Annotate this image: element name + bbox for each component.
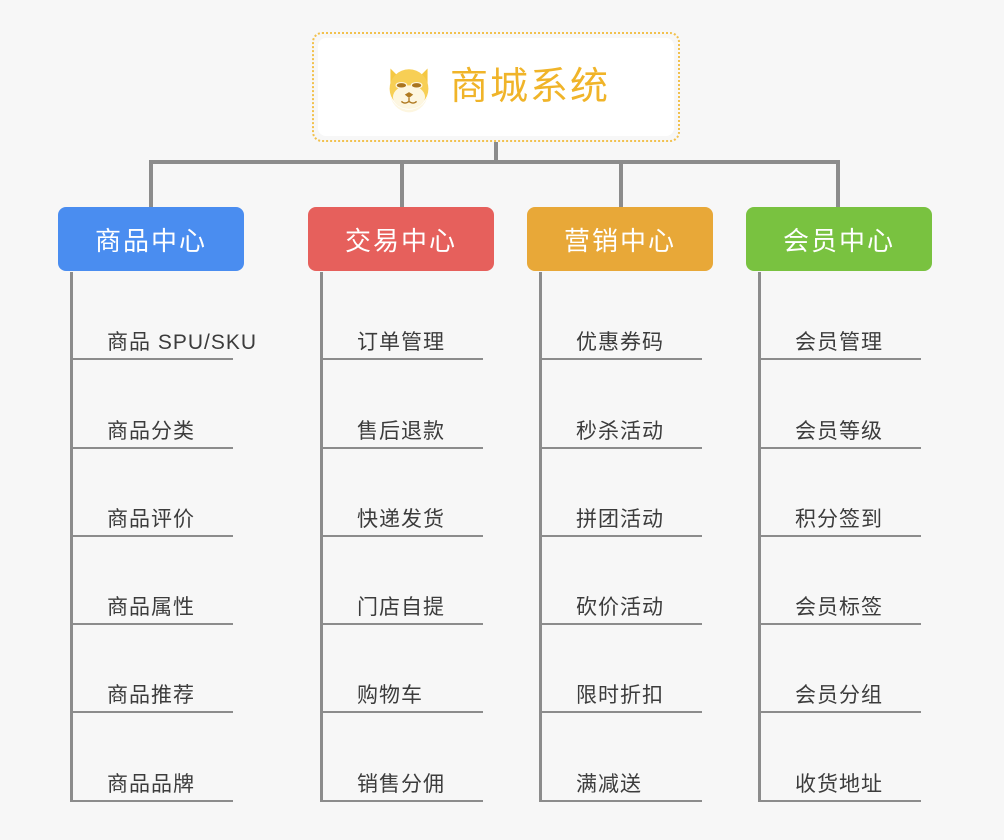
leaf-item[interactable]: 会员分组 — [761, 625, 988, 714]
leaf-item-label: 销售分佣 — [357, 772, 445, 796]
leaf-item-label: 商品分类 — [107, 419, 195, 443]
leaf-item-label: 商品品牌 — [107, 772, 195, 796]
leaf-item-label: 秒杀活动 — [576, 419, 664, 443]
child-column-1: 商品 SPU/SKU 商品分类商品评价商品属性商品推荐商品品牌 — [70, 272, 300, 803]
leaf-item-label: 门店自提 — [357, 596, 445, 620]
leaf-item[interactable]: 售后退款 — [323, 360, 550, 449]
leaf-item-label: 积分签到 — [795, 507, 883, 531]
connector-drop-4 — [836, 160, 840, 207]
connector-root-stem — [494, 142, 498, 164]
category-label: 营销中心 — [563, 225, 676, 256]
leaf-item-label: 会员等级 — [795, 419, 883, 443]
shiba-dog-icon — [389, 68, 429, 113]
child-column-3: 优惠券码秒杀活动拼团活动砍价活动限时折扣满减送 — [539, 272, 769, 803]
connector-drop-1 — [149, 160, 153, 207]
root-node-card: 商城系统 — [318, 38, 674, 136]
leaf-item-label: 砍价活动 — [576, 596, 664, 620]
leaf-item[interactable]: 门店自提 — [323, 537, 550, 626]
connector-drop-3 — [619, 160, 623, 207]
leaf-item-label: 会员标签 — [795, 596, 883, 620]
category-box-1[interactable]: 商品中心 — [58, 207, 244, 271]
category-box-3[interactable]: 营销中心 — [527, 207, 713, 271]
leaf-item[interactable]: 商品属性 — [73, 537, 300, 626]
leaf-item[interactable]: 砍价活动 — [542, 537, 769, 626]
leaf-item-label: 购物车 — [357, 684, 423, 708]
leaf-item-label: 售后退款 — [357, 419, 445, 443]
leaf-item-label: 会员分组 — [795, 684, 883, 708]
leaf-item[interactable]: 会员标签 — [761, 537, 988, 626]
leaf-item-label: 商品属性 — [107, 596, 195, 620]
leaf-item-label: 优惠券码 — [576, 331, 664, 355]
leaf-item-label: 订单管理 — [357, 331, 445, 355]
leaf-item[interactable]: 商品 SPU/SKU — [73, 272, 300, 361]
category-box-2[interactable]: 交易中心 — [308, 207, 494, 271]
leaf-item-label: 会员管理 — [795, 331, 883, 355]
connector-drop-2 — [400, 160, 404, 207]
leaf-item-label: 商品推荐 — [107, 684, 195, 708]
leaf-item[interactable]: 限时折扣 — [542, 625, 769, 714]
leaf-item[interactable]: 拼团活动 — [542, 449, 769, 538]
child-column-2: 订单管理售后退款快递发货门店自提购物车销售分佣 — [320, 272, 550, 803]
leaf-item[interactable]: 商品分类 — [73, 360, 300, 449]
leaf-item-label: 商品评价 — [107, 507, 195, 531]
leaf-item-label: 拼团活动 — [576, 507, 664, 531]
leaf-item-label: 限时折扣 — [576, 684, 664, 708]
leaf-item[interactable]: 商品品牌 — [73, 713, 300, 803]
root-node[interactable]: 商城系统 — [312, 32, 680, 142]
category-box-4[interactable]: 会员中心 — [746, 207, 932, 271]
leaf-item[interactable]: 会员管理 — [761, 272, 988, 361]
category-label: 交易中心 — [344, 225, 457, 256]
category-label: 商品中心 — [94, 225, 207, 256]
category-label: 会员中心 — [782, 225, 895, 256]
root-title: 商城系统 — [449, 66, 610, 108]
leaf-item[interactable]: 收货地址 — [761, 713, 988, 803]
leaf-item-label: 收货地址 — [795, 772, 883, 796]
leaf-item[interactable]: 订单管理 — [323, 272, 550, 361]
leaf-item[interactable]: 会员等级 — [761, 360, 988, 449]
leaf-item[interactable]: 商品评价 — [73, 449, 300, 538]
leaf-item[interactable]: 积分签到 — [761, 449, 988, 538]
leaf-item[interactable]: 秒杀活动 — [542, 360, 769, 449]
connector-horizontal-bus — [149, 160, 840, 164]
leaf-item[interactable]: 优惠券码 — [542, 272, 769, 361]
leaf-item-label: 快递发货 — [357, 507, 445, 531]
leaf-item-label: 商品 SPU/SKU — [107, 331, 258, 355]
leaf-item[interactable]: 快递发货 — [323, 449, 550, 538]
leaf-item[interactable]: 满减送 — [542, 713, 769, 803]
leaf-item[interactable]: 销售分佣 — [323, 713, 550, 803]
leaf-item[interactable]: 商品推荐 — [73, 625, 300, 714]
leaf-item-label: 满减送 — [576, 772, 642, 796]
leaf-item[interactable]: 购物车 — [323, 625, 550, 714]
child-column-4: 会员管理会员等级积分签到会员标签会员分组收货地址 — [758, 272, 988, 803]
